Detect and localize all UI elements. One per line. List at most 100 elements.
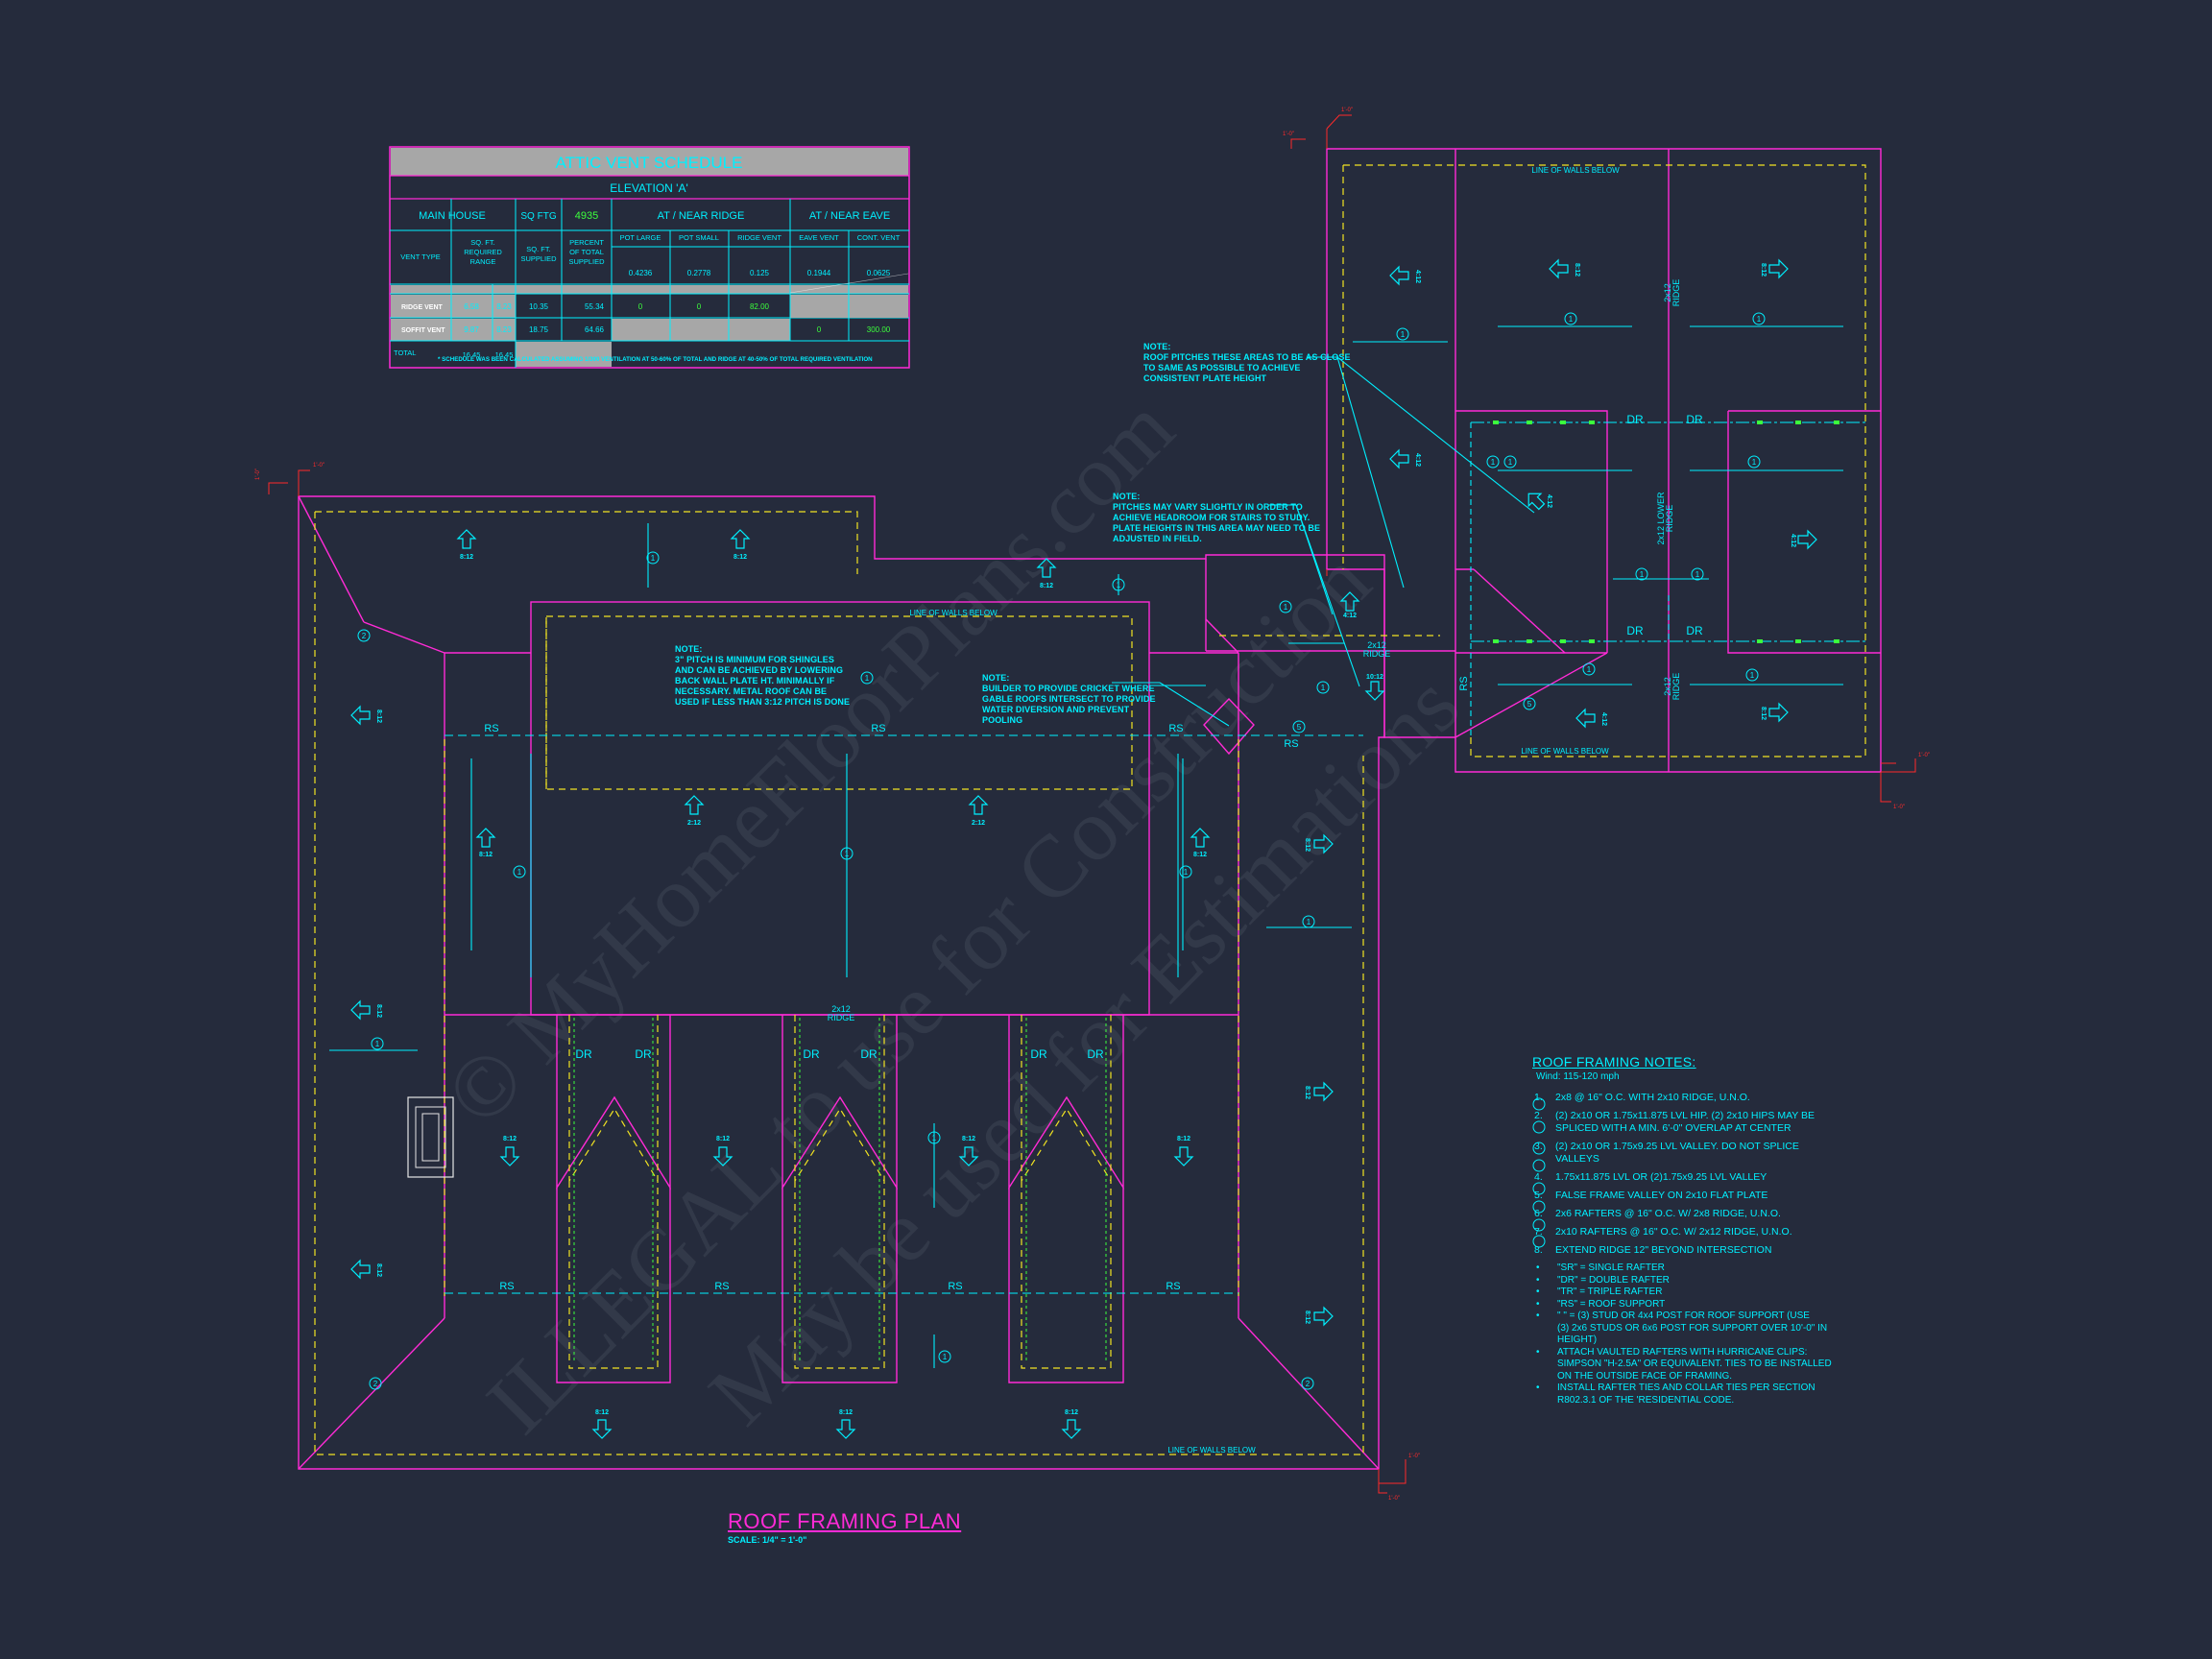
framing-note-7: 7.2x10 RAFTERS @ 16" O.C. W/ 2x12 RIDGE,… — [1532, 1226, 1859, 1238]
pitch-arrow-19 — [836, 1419, 855, 1439]
note-circle-19 — [1582, 662, 1596, 676]
pitch-arrow-12 — [1313, 1082, 1334, 1101]
pitch-arrow-26 — [1768, 259, 1789, 278]
walls-below-label-3: LINE OF WALLS BELOW — [1531, 166, 1620, 175]
pitch-arrow-9 — [350, 1000, 371, 1020]
framing-note-6: 6. 2x6 RAFTERS @ 16" O.C. W/ 2x8 RIDGE, U… — [1532, 1208, 1859, 1220]
schedule-row-1-cell-9: 300.00 — [867, 325, 891, 334]
note-circle-hip-0 — [357, 629, 371, 642]
framing-note-5: 5.FALSE FRAME VALLEY ON 2x10 FLAT PLATE — [1532, 1190, 1859, 1202]
pitch-arrow-17 — [1174, 1146, 1193, 1166]
pitch-arrow-26-label: 8:12 — [1760, 263, 1767, 276]
note-circle-4 — [513, 865, 526, 878]
note-circle-10-num: 1 — [1321, 684, 1326, 692]
framing-bullet-text: "TR" = TRIPLE RAFTER — [1557, 1286, 1663, 1297]
pitch-arrow-20-label: 8:12 — [1065, 1409, 1078, 1416]
pitch-arrow-25-label: 8:12 — [1574, 263, 1580, 276]
note-circle-14 — [1752, 312, 1766, 325]
framing-bullet-1: •"DR" = DOUBLE RAFTER — [1532, 1275, 1859, 1287]
note-circle-4-num: 1 — [517, 868, 522, 877]
schedule-row-0-cell-5: 0 — [638, 302, 643, 311]
pitch-arrow-8-label: 8:12 — [375, 709, 382, 723]
dr-label-2: DR — [803, 1047, 820, 1061]
schedule-row-0-cell-0: RIDGE VENT — [401, 304, 444, 311]
pitch-arrow-6-label: 8:12 — [479, 852, 493, 858]
note-circle-hip-0-num: 2 — [362, 632, 367, 640]
note-circle-9 — [938, 1350, 951, 1363]
framing-note-2: 2.(2) 2x10 OR 1.75x11.875 LVL HIP. (2) 2… — [1532, 1110, 1859, 1135]
svg-text:1'-0": 1'-0" — [1893, 805, 1905, 810]
pitch-arrow-3-label: 8:12 — [1040, 583, 1053, 589]
framing-note-num: 8. — [1534, 1244, 1543, 1256]
rs-label-3: RS — [1284, 738, 1298, 750]
dr-label-3: DR — [860, 1047, 878, 1061]
schedule-col-3: EAVE VENT — [799, 233, 839, 242]
walls-below-label-2: LINE OF WALLS BELOW — [1167, 1446, 1256, 1455]
note-circle-18 — [1691, 567, 1704, 581]
pitch-arrow-11-label: 8:12 — [1304, 838, 1310, 852]
pitch-arrow-14-label: 8:12 — [503, 1136, 517, 1142]
note-circle-7-num: 1 — [932, 1134, 937, 1142]
dr-label-6: DR — [1626, 413, 1644, 426]
framing-note-text: 2x6 RAFTERS @ 16" O.C. W/ 2x8 RIDGE, U.N… — [1555, 1208, 1781, 1219]
plan-title: ROOF FRAMING PLAN — [728, 1509, 962, 1533]
dr-label-1: DR — [635, 1047, 652, 1061]
pitch-arrow-24 — [1389, 449, 1409, 469]
framing-bullet-text: INSTALL RAFTER TIES AND COLLAR TIES PER … — [1557, 1382, 1815, 1406]
legend-circle-7 — [1532, 1235, 1546, 1248]
bullet-icon: • — [1536, 1346, 1540, 1358]
note-circle-6-num: 1 — [375, 1040, 380, 1048]
bullet-icon: • — [1536, 1310, 1540, 1321]
dr-label-5: DR — [1087, 1047, 1104, 1061]
note-circle-3-num: 1 — [845, 850, 850, 858]
note-circle-6 — [371, 1037, 384, 1050]
schedule-row-0-cell-6: 0 — [697, 302, 702, 311]
note-circle-19-num: 1 — [1587, 665, 1592, 674]
bullet-icon: • — [1536, 1274, 1540, 1286]
note-circle-hip-1-num: 2 — [373, 1380, 378, 1388]
schedule-vent-type: VENT TYPE — [400, 252, 440, 261]
framing-bullet-0: •"SR" = SINGLE RAFTER — [1532, 1262, 1859, 1275]
pitch-arrow-21-label: 4:12 — [1343, 613, 1357, 619]
note-circle-10 — [1316, 681, 1330, 694]
schedule-row-1-cell-0: SOFFIT VENT — [401, 327, 445, 334]
framing-note-num: 6. — [1534, 1208, 1543, 1219]
schedule-col-1: POT SMALL — [679, 233, 719, 242]
pitch-arrow-22-label: 10:12 — [1366, 674, 1383, 681]
framing-bullet-text: " " = (3) STUD OR 4x4 POST FOR ROOF SUPP… — [1557, 1310, 1828, 1345]
schedule-col-0: POT LARGE — [620, 233, 661, 242]
rs-label-5: RS — [714, 1281, 729, 1292]
legend-circle-1 — [1532, 1120, 1546, 1134]
lower-ridge-label: 2x12 LOWERRIDGE — [1656, 492, 1674, 545]
schedule-row-1-cell-8: 0 — [817, 325, 822, 334]
svg-text:1'-0": 1'-0" — [1388, 1496, 1400, 1502]
walls-below-label-1: LINE OF WALLS BELOW — [909, 609, 998, 617]
dr-label-8: DR — [1626, 624, 1644, 637]
pitch-arrow-17-label: 8:12 — [1177, 1136, 1190, 1142]
rs-label-7: RS — [1166, 1281, 1180, 1292]
post-symbol — [407, 1096, 454, 1178]
bullet-icon: • — [1536, 1286, 1540, 1297]
schedule-row-0-cell-3: 10.35 — [529, 302, 549, 311]
note-circle-20 — [1745, 668, 1759, 682]
framing-note-text: FALSE FRAME VALLEY ON 2x10 FLAT PLATE — [1555, 1190, 1768, 1201]
note-circle-0-num: 1 — [651, 554, 656, 563]
pitch-arrow-18 — [592, 1419, 612, 1439]
note-circle-7 — [927, 1131, 941, 1144]
note-circle-21-num: 1 — [1491, 458, 1496, 467]
schedule-col-value-3: 0.1944 — [807, 269, 831, 277]
main-roof-outline — [298, 495, 1385, 1470]
note-circle-2-num: 1 — [865, 674, 870, 683]
note-circle-hip-2 — [1301, 1377, 1314, 1390]
schedule-at-near-ridge: AT / NEAR RIDGE — [658, 210, 745, 222]
pitch-arrow-10-label: 8:12 — [375, 1263, 382, 1277]
framing-note-text: (2) 2x10 OR 1.75x9.25 LVL VALLEY. DO NOT… — [1555, 1141, 1799, 1165]
pitch-arrow-27-label: 4:12 — [1546, 494, 1552, 508]
framing-note-num: 2. — [1534, 1110, 1543, 1121]
walls-below-label-4: LINE OF WALLS BELOW — [1521, 747, 1609, 756]
note-circle-15-num: 1 — [1508, 458, 1513, 467]
schedule-row-1-cell-3: 18.75 — [529, 325, 549, 334]
pitch-arrow-4-label: 2:12 — [687, 820, 701, 827]
pitch-arrow-7-label: 8:12 — [1193, 852, 1207, 858]
